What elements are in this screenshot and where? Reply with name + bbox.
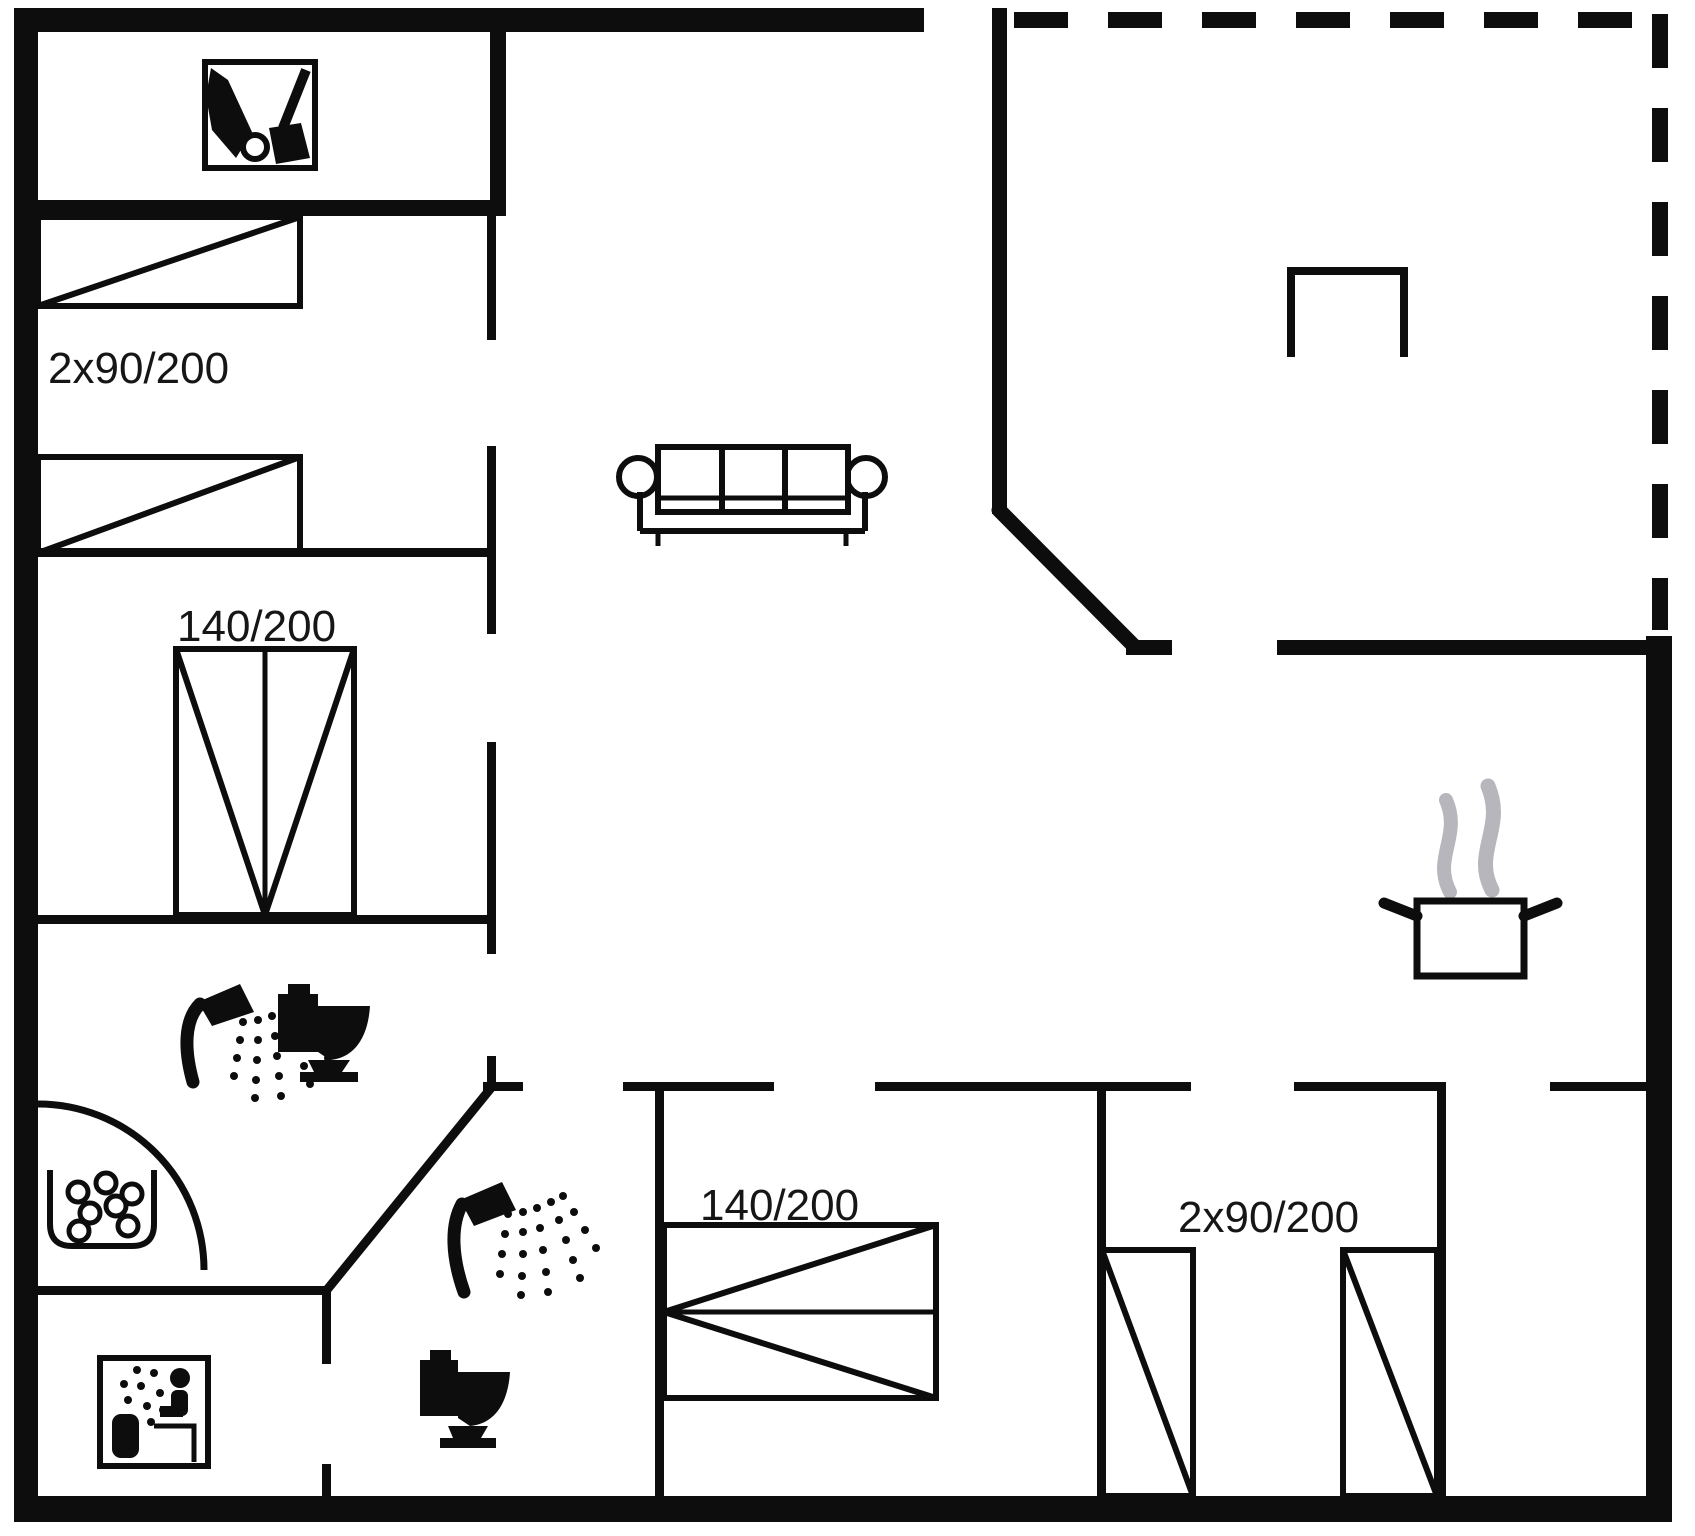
bed-size-label: 2x90/200 xyxy=(48,344,229,393)
bedroom4-beds: 2x90/200 xyxy=(1099,1193,1440,1499)
bathroom-top-stub xyxy=(483,1082,523,1091)
toilet-pedestal xyxy=(308,1060,350,1072)
fireplace-icon xyxy=(1287,267,1408,357)
bed-diagonal xyxy=(663,1222,937,1315)
corridor-wall-seg4 xyxy=(487,1056,496,1090)
sofa-armrest xyxy=(844,455,888,499)
cooking-pot-icon xyxy=(1378,778,1563,980)
bottom-wall-seg4 xyxy=(1550,1082,1646,1091)
bedroom1-beds: 2x90/200 xyxy=(35,214,303,556)
sauna-bench xyxy=(154,1423,197,1462)
vacuum-wheel xyxy=(240,132,270,162)
toilet-icon xyxy=(420,1350,510,1448)
sauna-person-legs xyxy=(160,1406,183,1417)
sofa-armrest xyxy=(616,455,660,499)
bedroom2-bed: 140/200 xyxy=(173,602,357,918)
sofa-cushions xyxy=(655,444,851,515)
bottom-wall-seg3 xyxy=(1294,1082,1437,1091)
diagonal-wall-stub xyxy=(1126,640,1172,655)
exterior-walls xyxy=(14,8,1672,1522)
toilet-tank xyxy=(420,1360,458,1416)
bed-size-label: 2x90/200 xyxy=(1178,1193,1359,1242)
single-bed-icon xyxy=(35,454,303,556)
single-bed-icon xyxy=(1340,1247,1440,1499)
shower-icon xyxy=(447,1197,471,1299)
bedroom3-bed: 140/200 xyxy=(661,1181,939,1401)
broom-handle xyxy=(278,68,311,130)
toilet-bowl xyxy=(318,1006,370,1060)
toilet-pedestal xyxy=(448,1426,488,1438)
toilet-lid xyxy=(430,1350,451,1362)
wall-top xyxy=(14,8,924,32)
living-room-right-wall xyxy=(992,8,1007,514)
kitchen-top-wall xyxy=(1277,640,1652,655)
bed-size-label: 140/200 xyxy=(700,1181,859,1230)
bottom-wall-seg1 xyxy=(623,1082,774,1091)
wall-left xyxy=(14,8,38,1522)
toilet-bowl xyxy=(458,1372,510,1426)
single-bed-icon xyxy=(35,214,303,309)
bathroom-diagonal-wall xyxy=(322,1085,495,1294)
toilet-lid xyxy=(288,984,310,996)
bed-diagonal xyxy=(1099,1248,1196,1498)
wall-bottom xyxy=(14,1496,1672,1522)
shower-room xyxy=(420,1182,600,1448)
shower-head xyxy=(198,984,254,1026)
door-swing-arc xyxy=(37,1100,208,1271)
wall-right xyxy=(1646,636,1672,1522)
single-bed-icon xyxy=(1099,1247,1196,1499)
shower-spray-dots xyxy=(496,1192,600,1299)
bed-diagonal xyxy=(173,648,268,916)
corridor-wall-seg2 xyxy=(487,446,496,634)
living-room-diagonal-wall xyxy=(991,502,1142,654)
pot-handle xyxy=(1518,897,1563,922)
bed-diagonal xyxy=(262,648,357,916)
corridor-wall-seg1 xyxy=(487,216,496,340)
broom-head xyxy=(269,123,310,164)
steam-swirl xyxy=(1477,778,1501,898)
vacuum-cleaner-glyph xyxy=(206,68,252,158)
bed-diagonal xyxy=(663,1309,937,1401)
sauna-icon xyxy=(97,1355,211,1469)
bathroom-sauna-wall xyxy=(38,1286,330,1295)
sauna-right-wall-seg1 xyxy=(322,1286,331,1364)
toilet-icon xyxy=(278,984,370,1082)
sauna-right-wall-seg2 xyxy=(322,1464,331,1498)
toilet-tank xyxy=(278,994,318,1052)
shower-head xyxy=(460,1182,516,1226)
interior-walls-thick xyxy=(14,8,1652,655)
dashed-terrace-boundary xyxy=(1014,12,1668,630)
pot-body xyxy=(1413,897,1528,980)
cleaning-equipment-icon xyxy=(202,59,318,171)
sauna-heater xyxy=(112,1414,139,1458)
bathroom-left xyxy=(47,984,370,1249)
bed-diagonal xyxy=(36,454,302,556)
whirlpool-bubbles xyxy=(65,1170,145,1244)
bed-diagonal xyxy=(1340,1248,1440,1498)
bottom-wall-seg2 xyxy=(875,1082,1191,1091)
shower-icon xyxy=(180,997,207,1089)
shower-bedroom3-wall xyxy=(655,1082,664,1498)
bed-size-label: 140/200 xyxy=(177,602,336,651)
utility-room-right-wall xyxy=(490,8,506,216)
toilet-base xyxy=(300,1072,358,1082)
steam-swirl xyxy=(1437,793,1458,899)
toilet-base xyxy=(440,1438,496,1448)
pot-handle xyxy=(1378,897,1423,922)
bedroom2-bathroom-wall xyxy=(38,915,490,924)
utility-room-bottom-wall xyxy=(14,200,506,216)
interior-walls xyxy=(38,216,1646,1498)
corridor-wall-seg3 xyxy=(487,742,496,954)
bedroom4-hall-wall xyxy=(1437,1082,1446,1498)
bed-diagonal xyxy=(37,214,301,309)
whirlpool-tub-icon xyxy=(47,1170,157,1249)
sofa-icon xyxy=(616,444,888,546)
sauna-person-head xyxy=(170,1368,190,1388)
